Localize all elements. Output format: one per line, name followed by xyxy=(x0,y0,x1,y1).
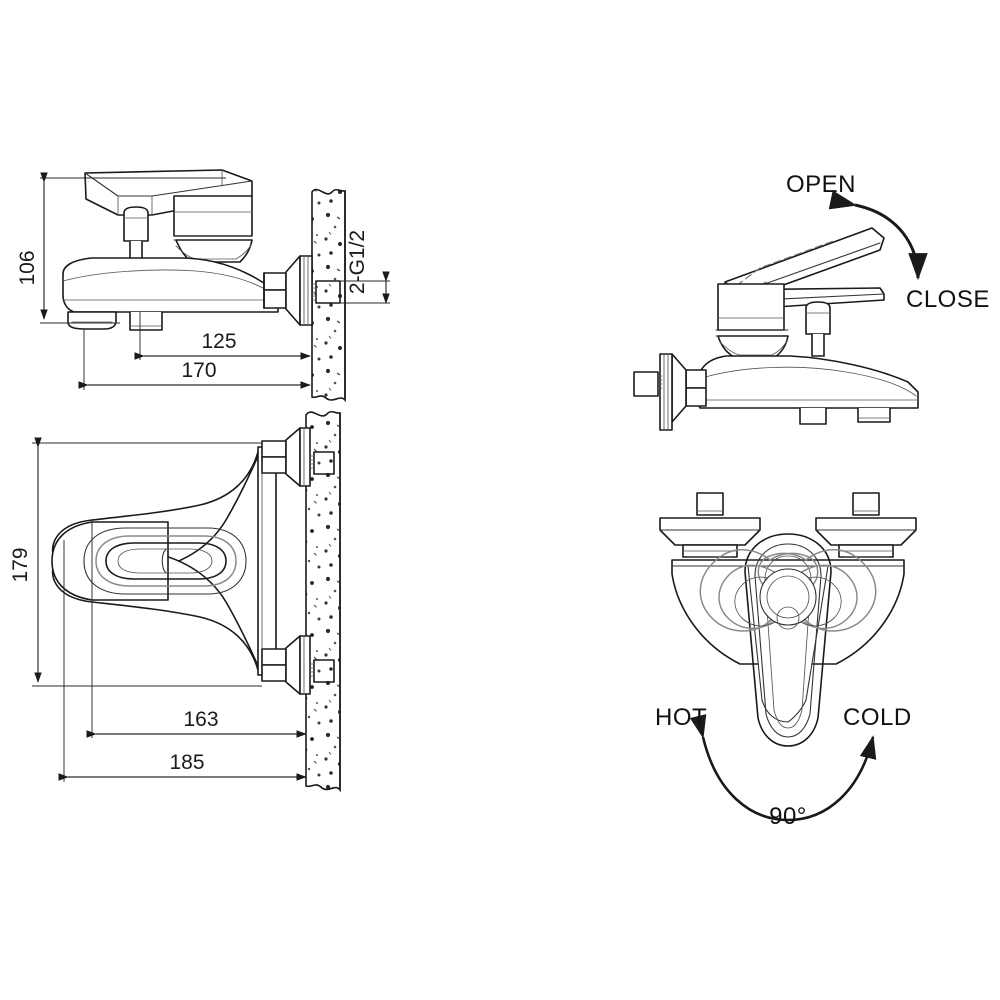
dimension-length-125: 125 xyxy=(134,312,311,360)
cold-label: COLD xyxy=(843,704,912,731)
dimension-width-179: 179 xyxy=(9,437,262,687)
dimension-label-185: 185 xyxy=(169,751,204,774)
callout-label-thread: 2-G1/2 xyxy=(346,230,369,294)
dimension-length-163: 163 xyxy=(86,520,307,738)
dimension-height-106: 106 xyxy=(16,172,226,324)
callout-thread-2-g12: 2-G1/2 xyxy=(340,230,390,304)
wall-section-elevation xyxy=(311,188,346,403)
dimension-length-185: 185 xyxy=(58,540,307,782)
dimension-label-163: 163 xyxy=(183,708,218,731)
close-label: CLOSE xyxy=(906,286,990,313)
wall-section-plan xyxy=(305,410,341,793)
dimension-label-125: 125 xyxy=(201,330,236,353)
hot-cold-arc-arrow xyxy=(689,714,877,822)
faucet-side-elevation xyxy=(62,169,341,331)
dimension-label-179: 179 xyxy=(9,547,32,582)
view-front-elevation: 106 125 170 2-G1/2 xyxy=(16,169,390,403)
dimension-label-170: 170 xyxy=(181,359,216,382)
dimension-label-106: 106 xyxy=(16,250,39,285)
faucet-top-plan xyxy=(51,427,335,695)
lever-ghost-inner xyxy=(734,576,842,627)
open-label: OPEN xyxy=(786,171,856,198)
dimension-length-170: 170 xyxy=(78,329,311,390)
lever-ghost-positions xyxy=(699,549,877,632)
view-temperature-operation: HOT COLD 90° xyxy=(655,492,917,830)
view-lever-operation: OPEN CLOSE xyxy=(633,171,990,431)
open-close-arrow xyxy=(828,190,928,281)
angle-label-90: 90° xyxy=(769,803,807,830)
hot-label: HOT xyxy=(655,704,707,731)
view-top-plan: 179 163 185 xyxy=(9,410,341,793)
